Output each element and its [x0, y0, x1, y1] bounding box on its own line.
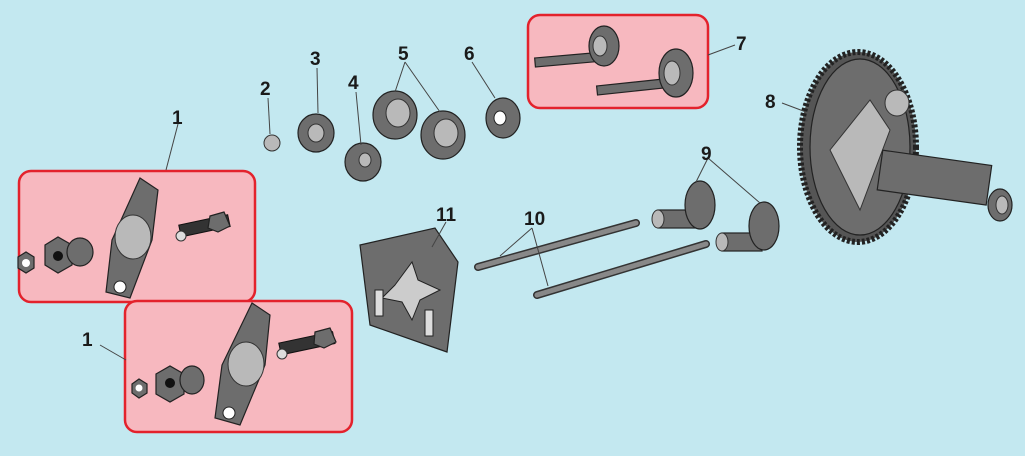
callout-2: 2 [260, 79, 271, 100]
part-5-springs [372, 90, 466, 160]
part-11-guide-plate [359, 227, 459, 353]
callout-3: 3 [310, 49, 321, 70]
callout-1-upper: 1 [172, 108, 183, 129]
rocker-assembly-lower [131, 302, 337, 426]
callout-9: 9 [701, 144, 712, 165]
rocker-assembly-upper [17, 177, 231, 299]
part-10-pushrods [474, 219, 710, 299]
part-3-retainer [297, 113, 335, 153]
callout-1-lower: 1 [82, 330, 93, 351]
callout-7: 7 [736, 34, 747, 55]
callout-10: 10 [524, 209, 545, 230]
part-2-cap [263, 134, 281, 152]
part-9-tappets [651, 180, 780, 252]
callout-4: 4 [348, 73, 359, 94]
part-8-camshaft-gear [797, 49, 1013, 245]
callout-11: 11 [436, 205, 457, 226]
part-4-washer [344, 142, 382, 182]
callout-6: 6 [464, 44, 475, 65]
callout-5: 5 [398, 44, 409, 65]
part-7-valves [534, 25, 694, 98]
part-6-seal [485, 97, 521, 139]
callout-8: 8 [765, 92, 776, 113]
